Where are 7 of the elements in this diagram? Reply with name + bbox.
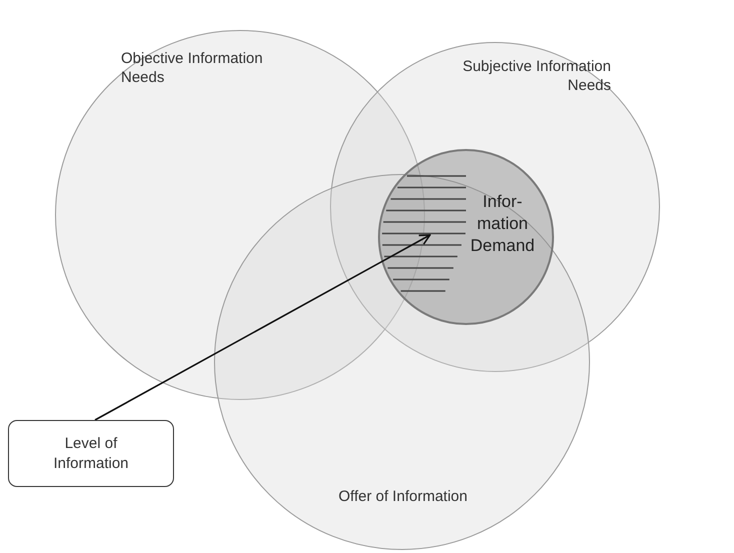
node-label: Infor- mation Demand [469, 190, 536, 256]
node-label: Offer of Information [338, 487, 468, 506]
leader-arrow [94, 234, 431, 421]
callout-box [8, 420, 174, 487]
node-label: Level of Information [52, 434, 130, 474]
node-label: Objective Information Needs [121, 49, 264, 87]
node-label: Subjective Information Needs [462, 57, 611, 95]
